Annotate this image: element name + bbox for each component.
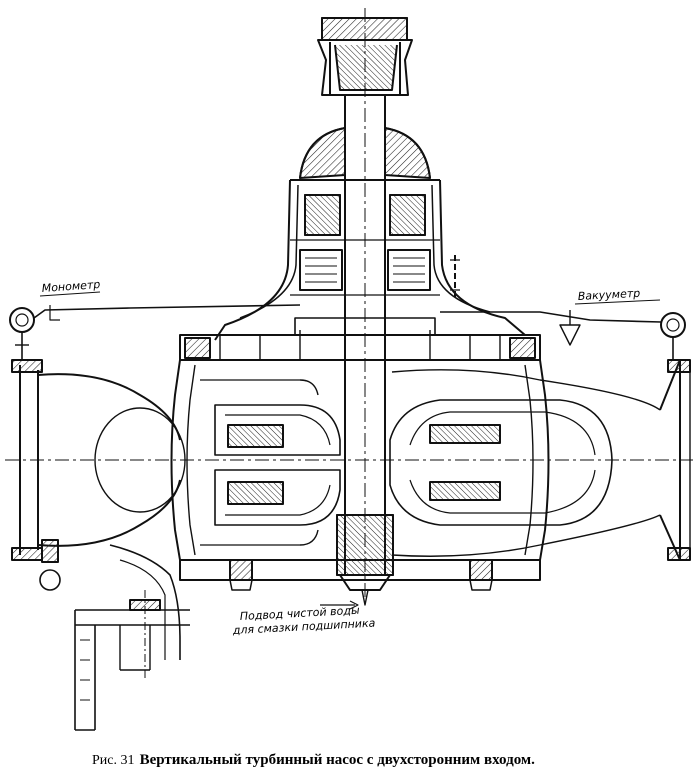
vacuummeter-label: Вакууметр [577,287,640,303]
bearing-housing [214,127,526,341]
figure-caption: Рис. 31 Вертикальный турбинный насос с д… [92,749,535,769]
impeller-right [389,369,661,557]
manometer-leader [39,291,101,297]
manometer-label: Монометр [41,278,100,295]
suction-inlet-left [11,359,186,660]
vacuummeter-gauge [440,310,686,360]
lower-bearing [320,514,394,610]
casing-top [179,317,541,361]
figure-title: Вертикальный турбинный насос с двухсторо… [139,752,535,768]
manometer-gauge [9,304,301,360]
figure-number: Рис. 31 [92,753,135,768]
pump-casing [170,359,550,591]
support-leg [39,539,190,731]
impeller-left [200,379,341,546]
coupling [317,17,413,96]
shaft [344,8,386,600]
vacuummeter-leader [574,299,661,305]
water-supply-label-line1: Подвод чистой воды [239,604,360,623]
